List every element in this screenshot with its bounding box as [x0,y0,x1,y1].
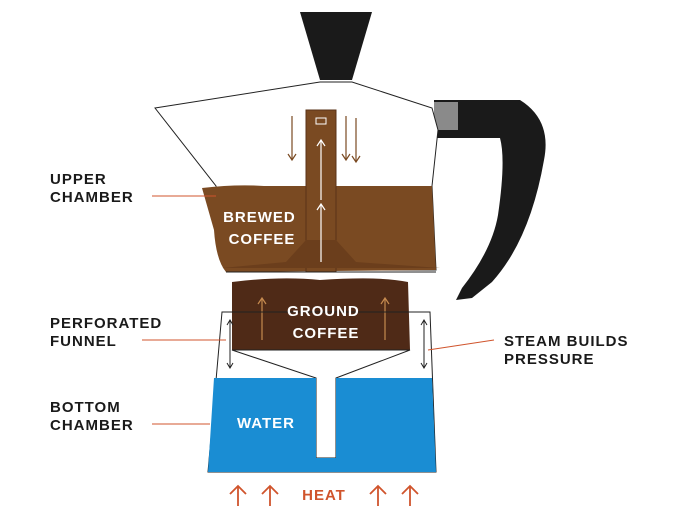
lid-knob [300,12,372,80]
bottom-chamber-label: BOTTOM CHAMBER [50,399,134,434]
heat-label: HEAT [302,487,346,504]
water-up-arrowhead [321,384,331,393]
brewed-coffee-label: BREWED COFFEE [223,209,301,248]
ground-coffee-label: GROUND COFFEE [287,303,365,342]
heat-arrows [229,484,419,506]
tube-flare [222,240,440,268]
water-fill [208,378,436,472]
leader-lines [142,195,495,425]
steam-builds-pressure-label: STEAM BUILDS PRESSURE [504,333,634,368]
tube-up-arrows [316,138,326,262]
coffee-down-arrows [287,116,361,164]
steam-pressure-arrows [226,319,428,369]
water-label: WATER [237,415,295,432]
handle [434,100,546,300]
perforated-funnel-label: PERFORATED FUNNEL [50,315,167,350]
upper-chamber-label: UPPER CHAMBER [50,171,134,206]
ground-coffee-fill [232,278,410,350]
handle-band [434,102,458,130]
tube-top-slot [315,117,327,125]
ground-up-arrows [257,296,390,340]
